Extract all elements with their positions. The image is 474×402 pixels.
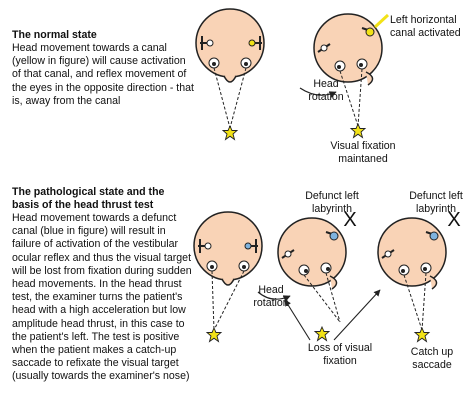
arrow-icon [299,87,337,98]
eye-icon [398,262,432,276]
canal-icon [317,13,390,53]
arrow-icon [257,291,291,302]
pathological-heading: The pathological state and the basis of … [12,186,165,212]
star-target-icon [206,327,222,342]
star-target-icon [414,327,430,342]
pathological-body: Head movement towards a defunct canal (b… [12,212,192,383]
label-visual-fixation: Visual fixation maintaned [330,140,396,165]
arrow-icon [284,299,311,341]
canal-icon [200,36,262,50]
arrow-icon [333,289,381,341]
eye-icon [334,58,368,72]
eye-icon [208,57,252,69]
canal-icon [381,231,439,259]
label-head-rotation-bottom: Head rotation [253,284,289,309]
label-defunct-1: Defunct left labyrinth [305,190,359,215]
label-defunct-2: Defunct left labyrinth [409,190,463,215]
canal-icon [281,231,339,259]
star-target-icon [314,326,330,341]
star-target-icon [350,123,366,138]
label-loss-fixation: Loss of visual fixation [307,342,373,367]
x-icon: X [447,209,461,231]
normal-heading: The normal state [12,29,97,41]
eye-icon [206,260,250,272]
x-icon: X [343,209,357,231]
star-target-icon [222,125,238,140]
label-canal-activated: Left horizontal canal activated [390,14,461,39]
head-icon [193,211,263,286]
canal-icon [198,239,258,253]
label-catch-up: Catch up saccade [410,346,454,371]
normal-body: Head movement towards a canal (yellow in… [12,42,194,107]
